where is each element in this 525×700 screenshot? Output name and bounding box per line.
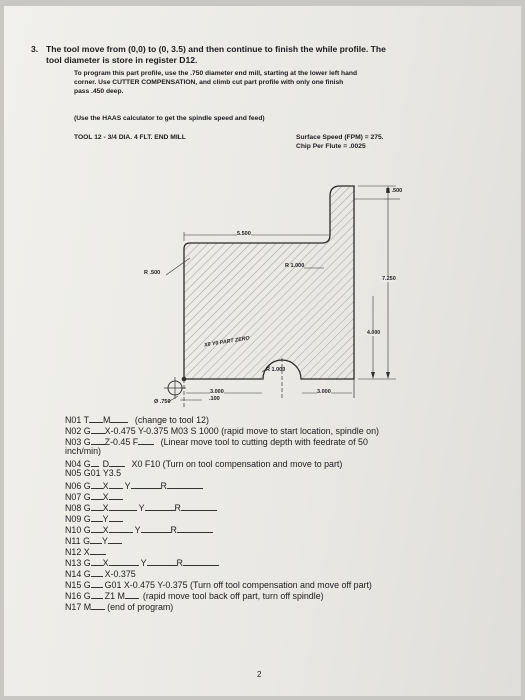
instruction-line-3: pass .450 deep. (74, 88, 124, 95)
dim-r500-left: R .500 (144, 270, 161, 276)
dim-100: .100 (209, 396, 220, 402)
dim-r1000-bottom: R 1.000 (266, 367, 286, 373)
dim-3000-right: 3.000 (317, 389, 331, 395)
haas-note: (Use the HAAS calculator to get the spin… (74, 115, 265, 122)
dim-3000-left: 3.000 (210, 389, 224, 395)
program-line-n03-cont: inch/min) (65, 446, 102, 456)
worksheet-page: 3. The tool move from (0,0) to (0, 3.5) … (4, 6, 521, 696)
question-line-2: tool diameter is store in register D12. (46, 55, 198, 65)
program-line-n12: N12 X (65, 545, 106, 558)
tool-description: TOOL 12 - 3/4 DIA. 4 FLT. END MILL (74, 134, 186, 141)
page-number: 2 (257, 670, 262, 679)
program-line-n17: N17 M(end of program) (65, 602, 174, 612)
dim-5500: 5.500 (237, 231, 251, 237)
dim-diameter-750: Ø .750 (154, 399, 171, 405)
dim-7250: 7.250 (382, 276, 396, 282)
instruction-line-1: To program this part profile, use the .7… (74, 70, 358, 77)
dim-r500-top: R .500 (386, 188, 403, 194)
question-number: 3. (31, 44, 39, 54)
surface-speed: Surface Speed (FPM) = 275. (296, 134, 384, 141)
part-profile-drawing (164, 185, 400, 407)
question-line-1: The tool move from (0,0) to (0, 3.5) and… (46, 44, 386, 54)
dim-r1000: R 1.000 (285, 263, 305, 269)
part-profile (183, 185, 355, 380)
chip-per-flute: Chip Per Flute = .0025 (296, 143, 366, 150)
program-line-n05: N05 G01 Y3.5 (65, 468, 122, 478)
instruction-line-2: corner. Use CUTTER COMPENSATION, and cli… (74, 79, 344, 86)
dim-4000: 4.000 (367, 330, 381, 336)
